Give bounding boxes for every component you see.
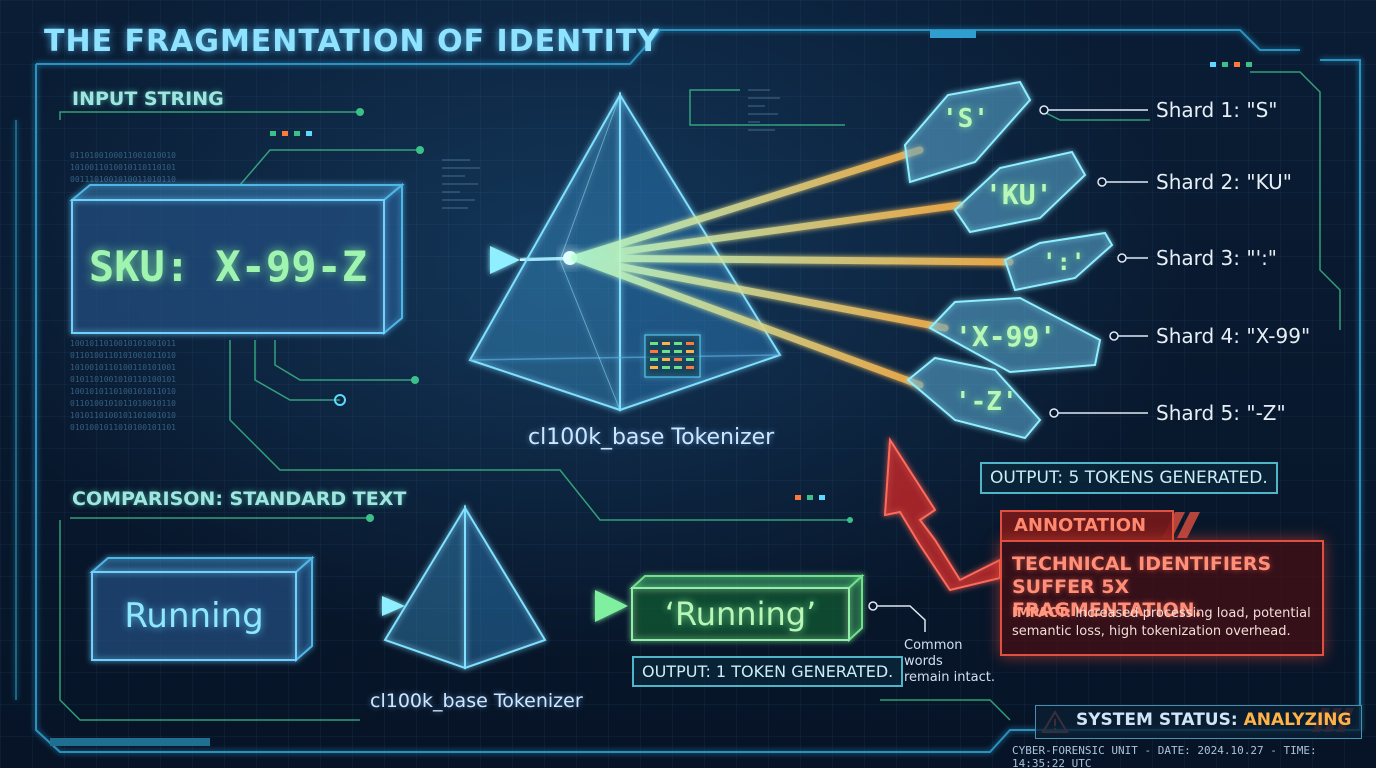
- shard-3-token: ':': [1042, 248, 1086, 276]
- comparison-result-token: ‘Running’: [664, 595, 817, 633]
- status-value: ANALYZING: [1243, 710, 1352, 730]
- shard-1-token: 'S': [942, 104, 989, 134]
- shard-5-label: Shard 5: "-Z": [1156, 401, 1286, 425]
- shard-crystals: [903, 80, 1114, 440]
- shard-2-token: 'KU': [985, 178, 1053, 211]
- main-prism-icon: [468, 91, 782, 412]
- system-status-text: SYSTEM STATUS: ANALYZING: [1076, 710, 1351, 730]
- shard-1-label: Shard 1: "S": [1156, 98, 1278, 122]
- prism-data-readout: [650, 342, 694, 369]
- status-label: SYSTEM STATUS:: [1076, 710, 1238, 730]
- running-box-outline: [89, 555, 315, 663]
- output-main-badge: OUTPUT: 5 TOKENS GENERATED.: [980, 462, 1278, 494]
- comparison-note-line: words: [904, 654, 943, 669]
- comparison-note-line: remain intact.: [904, 670, 995, 685]
- annotation-headline: TECHNICAL IDENTIFIERS SUFFER 5X FRAGMENT…: [1012, 553, 1272, 621]
- svg-text:0110100110101001011010: 0110100110101001011010: [70, 351, 176, 360]
- shard-4-label: Shard 4: "X-99": [1156, 324, 1311, 348]
- comparison-note-line: Common: [904, 638, 963, 653]
- shard-5-token: '-Z': [955, 387, 1018, 417]
- svg-text:1010011010010110110101: 1010011010010110110101: [70, 163, 176, 172]
- comparison-section-label: COMPARISON: STANDARD TEXT: [72, 488, 407, 510]
- svg-text:0011101001010011010110: 0011101001010011010110: [70, 175, 176, 184]
- input-string-value: SKU: X-99-Z: [88, 242, 368, 291]
- input-arrow-icon: [490, 246, 520, 274]
- input-box-outline: [69, 182, 405, 336]
- annotation-arrow-icon: [883, 436, 1001, 592]
- page-title: THE FRAGMENTATION OF IDENTITY: [44, 24, 661, 59]
- input-section-label: INPUT STRING: [72, 88, 224, 110]
- shard-4-token: 'X-99': [955, 320, 1057, 353]
- shard-2-label: Shard 2: "KU": [1156, 170, 1292, 194]
- small-prism-icon: [383, 504, 547, 670]
- comparison-output-badge: OUTPUT: 1 TOKEN GENERATED.: [632, 656, 904, 687]
- output-beams: [571, 146, 1014, 389]
- comparison-tokenizer-label: cl100k_base Tokenizer: [370, 690, 583, 712]
- annotation-header-text: ANNOTATION: [1014, 515, 1147, 536]
- running-token-box: [629, 573, 865, 643]
- annotation-header: ANNOTATION: [1000, 510, 1174, 542]
- footer-timestamp: CYBER-FORENSIC UNIT - DATE: 2024.10.27 -…: [1012, 744, 1317, 768]
- system-status-bar: [1035, 705, 1362, 739]
- main-tokenizer-label: cl100k_base Tokenizer: [528, 425, 775, 450]
- svg-text:1010010110100110101001: 1010010110100110101001: [70, 363, 176, 372]
- svg-text:0110100100011001010010: 0110100100011001010010: [70, 151, 176, 160]
- shard-3-label: Shard 3: "':": [1156, 246, 1278, 270]
- impact-label: IMPACT:: [1012, 606, 1072, 621]
- svg-text:1001011010010101001011: 1001011010010101001011: [70, 339, 176, 348]
- svg-text:1001010110100101011010: 1001010110100101011010: [70, 387, 176, 396]
- annotation-impact: IMPACT: Increased processing load, poten…: [1012, 605, 1317, 641]
- comparison-note: Common words remain intact.: [904, 638, 995, 686]
- svg-text:0101101001010110100101: 0101101001010110100101: [70, 375, 176, 384]
- status-leds: [50, 30, 1252, 746]
- svg-text:0101001011010100101101: 0101001011010100101101: [70, 423, 176, 432]
- output-arrow-icon: [595, 590, 628, 622]
- impact-text: Increased processing load, potential sem…: [1012, 606, 1311, 639]
- shard-connectors: [1039, 105, 1148, 418]
- svg-text:0110100101011010010110: 0110100101011010010110: [70, 399, 176, 408]
- comparison-input-value: Running: [124, 596, 264, 636]
- frame-lines: [15, 29, 1361, 753]
- svg-text:1010110100101101001010: 1010110100101101001010: [70, 411, 176, 420]
- annotation-panel: [1000, 540, 1324, 656]
- circuit-lines: [59, 71, 1341, 721]
